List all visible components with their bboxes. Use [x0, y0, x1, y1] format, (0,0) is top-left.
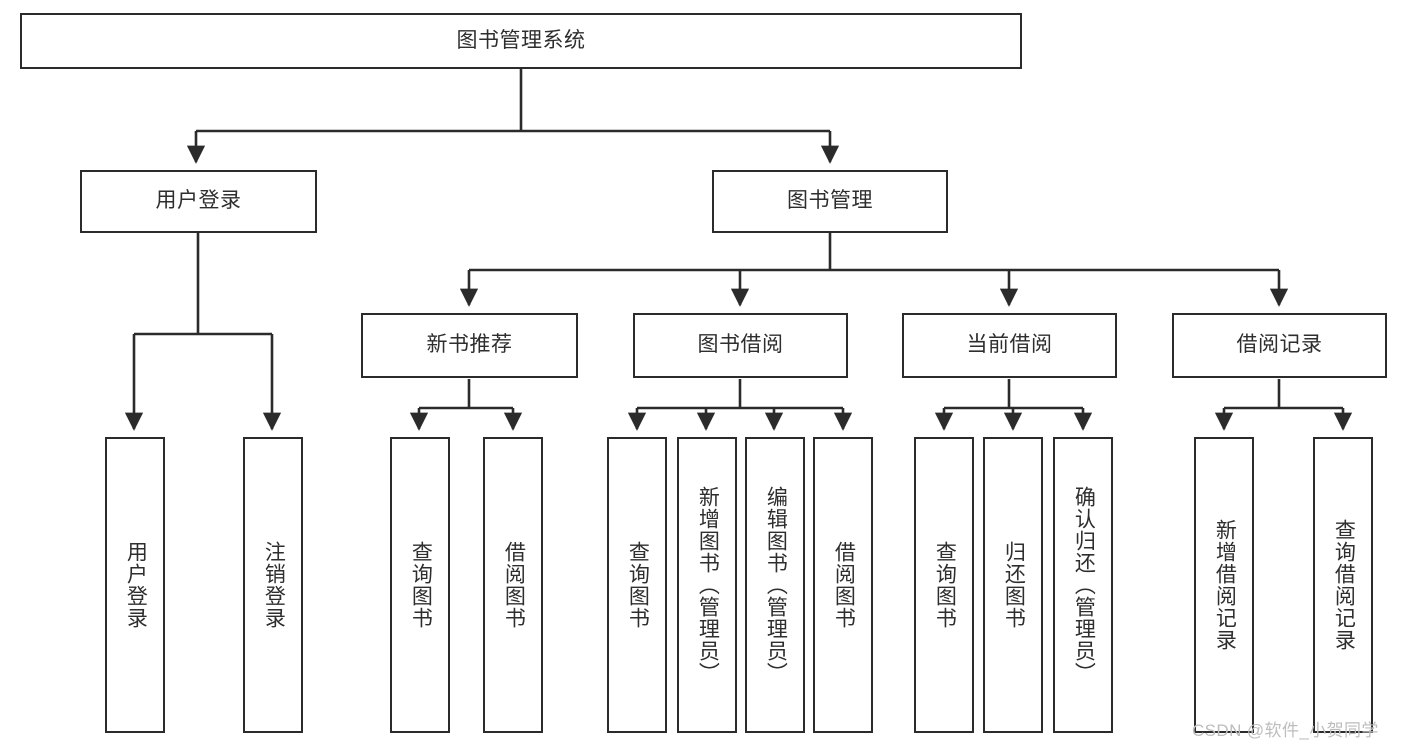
node-label: 借阅图书 [502, 541, 526, 629]
leaf-user-login-signin[interactable]: 用户登录 [105, 437, 165, 733]
leaf-book-borrow-edit[interactable]: 编辑图书（管理员） [745, 437, 805, 733]
node-label: 编辑图书（管理员） [764, 486, 788, 684]
node-label: 新书推荐 [426, 333, 513, 357]
node-book-borrow[interactable]: 图书借阅 [633, 313, 848, 378]
leaf-current-borrow-confirm-return[interactable]: 确认归还（管理员） [1053, 437, 1113, 733]
node-label: 注销登录 [262, 541, 286, 629]
node-book-management[interactable]: 图书管理 [712, 170, 948, 233]
node-label: 查询借阅记录 [1332, 519, 1356, 651]
node-new-book-recommend[interactable]: 新书推荐 [361, 313, 578, 378]
node-label: 查询图书 [409, 541, 433, 629]
node-user-login[interactable]: 用户登录 [80, 170, 317, 233]
leaf-current-borrow-query[interactable]: 查询图书 [914, 437, 974, 733]
node-label: 新增借阅记录 [1213, 519, 1237, 651]
leaf-book-borrow-add[interactable]: 新增图书（管理员） [677, 437, 737, 733]
node-label: 查询图书 [626, 541, 650, 629]
node-label: 新增图书（管理员） [696, 486, 720, 684]
node-label: 借阅图书 [832, 541, 856, 629]
leaf-borrow-record-add[interactable]: 新增借阅记录 [1194, 437, 1254, 733]
node-label: 归还图书 [1002, 541, 1026, 629]
leaf-user-login-signout[interactable]: 注销登录 [243, 437, 303, 733]
csdn-watermark: CSDN @软件_小贺同学 [1192, 721, 1379, 740]
node-borrow-record[interactable]: 借阅记录 [1172, 313, 1387, 378]
node-root-system[interactable]: 图书管理系统 [20, 13, 1022, 69]
node-label: 用户登录 [124, 541, 148, 629]
node-label: 查询图书 [933, 541, 957, 629]
node-label: 当前借阅 [966, 333, 1053, 357]
leaf-new-book-borrow[interactable]: 借阅图书 [483, 437, 543, 733]
leaf-current-borrow-return[interactable]: 归还图书 [983, 437, 1043, 733]
leaf-borrow-record-query[interactable]: 查询借阅记录 [1313, 437, 1373, 733]
node-label: 图书管理系统 [456, 28, 586, 52]
node-current-borrow[interactable]: 当前借阅 [902, 313, 1117, 378]
node-label: 图书借阅 [697, 333, 784, 357]
leaf-new-book-query[interactable]: 查询图书 [390, 437, 450, 733]
leaf-book-borrow-lend[interactable]: 借阅图书 [813, 437, 873, 733]
node-label: 借阅记录 [1236, 333, 1323, 357]
leaf-book-borrow-query[interactable]: 查询图书 [607, 437, 667, 733]
node-label: 确认归还（管理员） [1072, 486, 1096, 684]
node-label: 图书管理 [787, 189, 873, 213]
node-label: 用户登录 [155, 189, 242, 213]
